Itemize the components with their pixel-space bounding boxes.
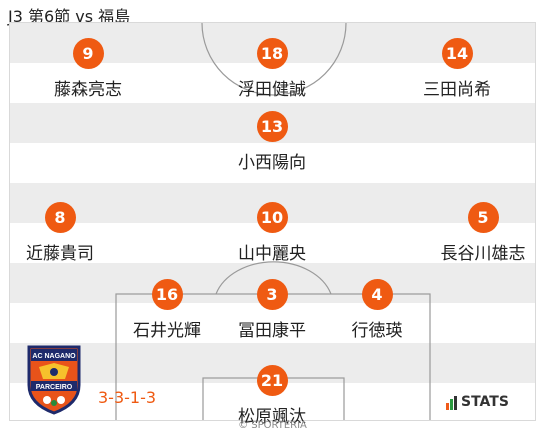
penalty-arc — [215, 261, 332, 295]
player-number: 16 — [151, 279, 183, 310]
stats-bar-icon — [450, 399, 453, 410]
match-title: J3 第6節 vs 福島 — [8, 7, 131, 26]
player-number: 4 — [361, 279, 393, 310]
formation-label: 3-3-1-3 — [98, 388, 157, 407]
center-circle-arc — [201, 23, 347, 96]
player-16: 16 石井光輝 — [107, 279, 227, 341]
player-number: 10 — [256, 202, 288, 233]
player-name: 松原颯汰 — [238, 407, 306, 427]
player-name: 石井光輝 — [133, 321, 201, 341]
player-name: 長谷川雄志 — [440, 244, 526, 264]
player-14: 14 三田尚希 — [397, 38, 517, 100]
player-number: 3 — [256, 279, 288, 310]
stats-bar-icon — [454, 396, 457, 410]
player-8: 8 近藤貴司 — [0, 202, 120, 264]
player-number: 5 — [467, 202, 499, 233]
player-number: 13 — [256, 111, 288, 142]
player-number: 14 — [441, 38, 473, 69]
player-number: 8 — [44, 202, 76, 233]
player-number: 9 — [72, 38, 104, 69]
player-name: 行徳瑛 — [351, 321, 403, 341]
player-number: 21 — [256, 365, 288, 396]
svg-text:PARCEIRO: PARCEIRO — [36, 384, 73, 391]
player-name: 浮田健誠 — [238, 80, 306, 100]
player-18: 18 浮田健誠 — [212, 38, 332, 100]
team-logo: AC NAGANO PARCEIRO — [25, 345, 83, 419]
player-4: 4 行徳瑛 — [317, 279, 437, 341]
svg-text:AC NAGANO: AC NAGANO — [32, 353, 76, 360]
copyright: © SPORTERIA — [238, 420, 307, 431]
player-21: 21 松原颯汰 — [212, 365, 332, 427]
player-number: 18 — [256, 38, 288, 69]
stats-logo: STATS — [446, 394, 509, 410]
player-5: 5 長谷川雄志 — [423, 202, 543, 264]
player-name: 近藤貴司 — [26, 244, 94, 264]
player-name: 冨田康平 — [238, 321, 306, 341]
player-name: 小西陽向 — [238, 153, 306, 173]
player-9: 9 藤森亮志 — [28, 38, 148, 100]
player-name: 山中麗央 — [238, 244, 306, 264]
player-name: 三田尚希 — [423, 80, 491, 100]
team-crest-icon: AC NAGANO PARCEIRO — [27, 345, 81, 415]
player-10: 10 山中麗央 — [212, 202, 332, 264]
player-3: 3 冨田康平 — [212, 279, 332, 341]
player-name: 藤森亮志 — [54, 80, 122, 100]
player-13: 13 小西陽向 — [212, 111, 332, 173]
stats-bar-icon — [446, 403, 449, 410]
